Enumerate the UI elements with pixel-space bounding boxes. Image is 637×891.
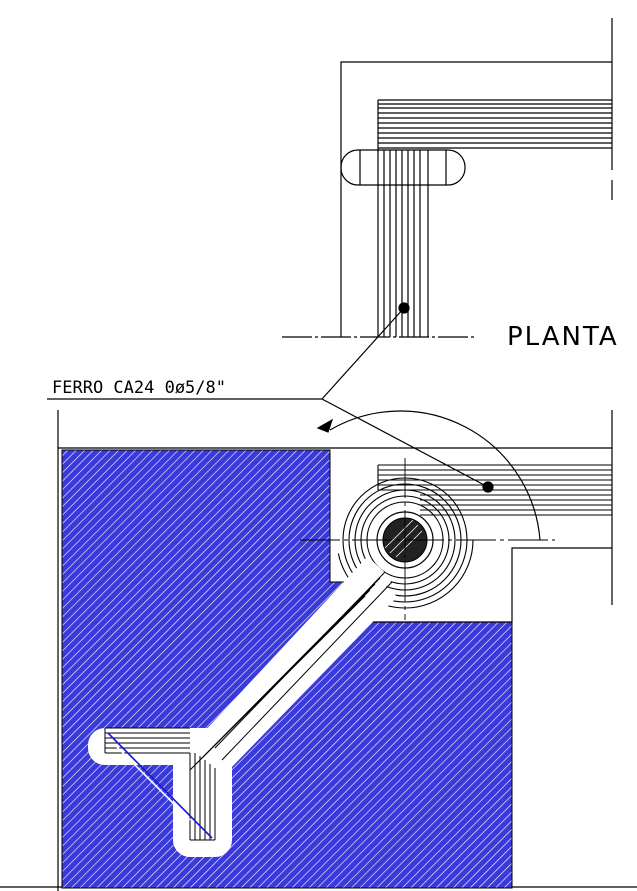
callout-arrow <box>316 418 334 433</box>
centerlines <box>300 458 555 620</box>
diagonal-bar <box>88 556 398 857</box>
vertical-column-bars <box>377 185 429 337</box>
callout-leader-bottom <box>321 398 489 488</box>
callout-leader-top <box>321 307 405 400</box>
column-hook <box>340 149 466 186</box>
outer-frame-line <box>340 61 612 337</box>
accent-diagonal <box>107 732 213 839</box>
bottom-plan-detail <box>0 410 637 891</box>
top-elevation-detail <box>282 18 613 338</box>
horizontal-bar-stack <box>377 99 612 152</box>
view-title: PLANTA <box>507 322 619 352</box>
radius-arc <box>329 410 541 541</box>
rebar-callout-text: FERRO CA24 0ø5/8" <box>52 378 226 398</box>
white-diagonal <box>114 744 191 821</box>
plan-beam-bars <box>377 464 612 516</box>
